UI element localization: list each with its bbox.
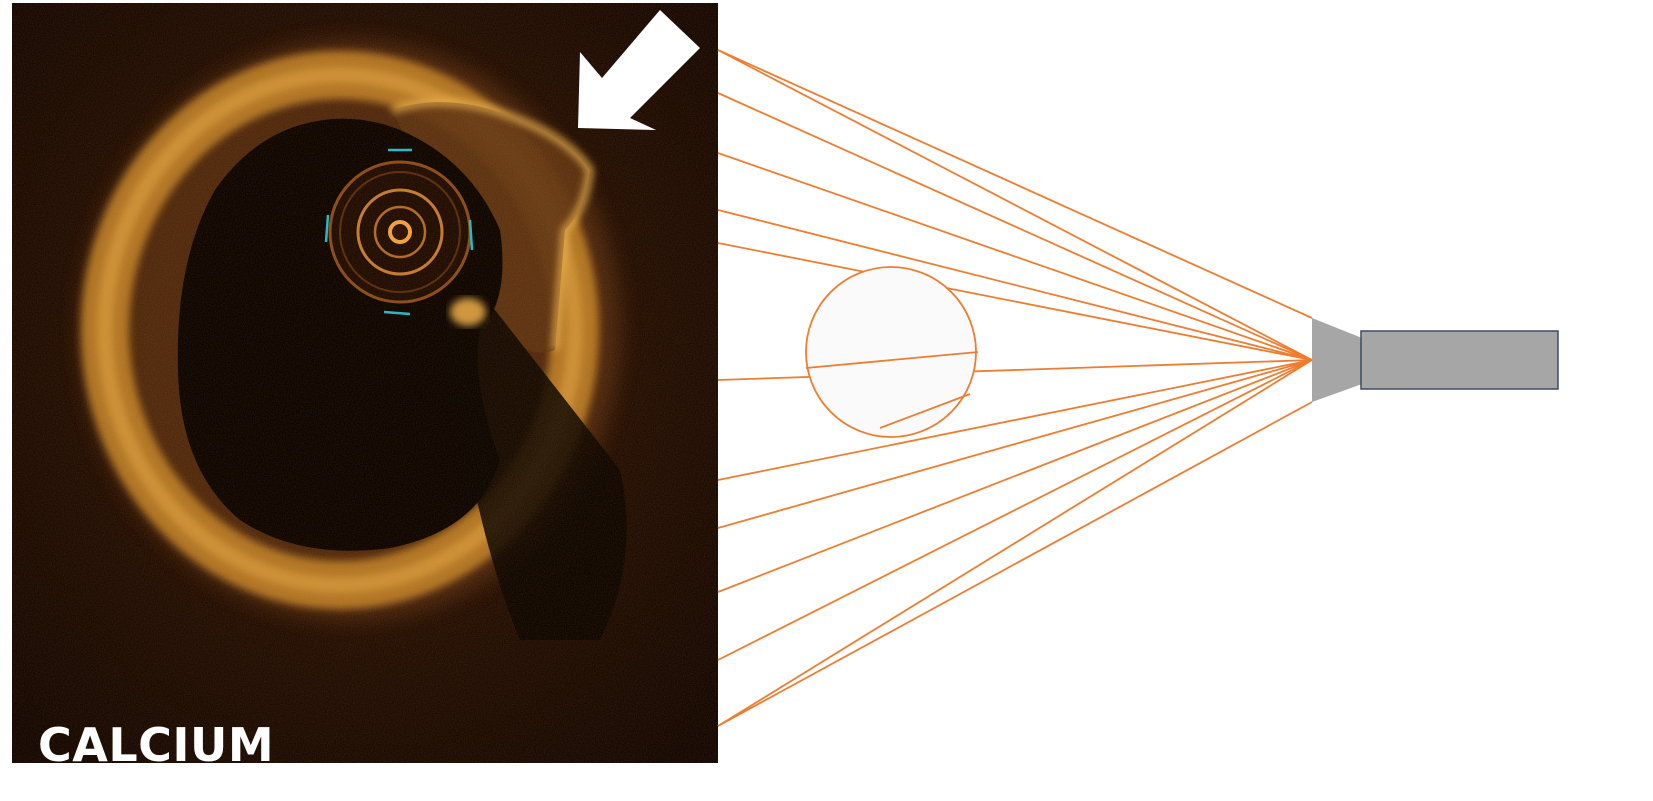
beams-through-circle (805, 351, 979, 429)
probe-tip (1312, 318, 1362, 402)
beam-line (717, 152, 1313, 361)
beam-line (717, 359, 1313, 727)
speckle-texture (12, 3, 718, 763)
beam-line (717, 359, 1313, 593)
imaging-probe (1312, 318, 1559, 402)
beam-line (717, 359, 1313, 661)
calcium-deposit-circle (805, 266, 977, 438)
beam-line (717, 92, 1313, 361)
beam-line (717, 359, 1313, 481)
probe-body (1360, 330, 1559, 390)
beam-line (717, 209, 1313, 361)
calcium-pointer-arrow (578, 10, 700, 130)
beam-line (717, 242, 1313, 361)
beam-edge-upper (717, 49, 1313, 319)
beam-edge-lower (717, 401, 1313, 727)
calcium-label: CALCIUM (38, 718, 275, 772)
light-beams (717, 49, 1313, 727)
beam-line (717, 49, 1313, 361)
oct-image (12, 3, 718, 763)
beam-line (717, 359, 1313, 529)
